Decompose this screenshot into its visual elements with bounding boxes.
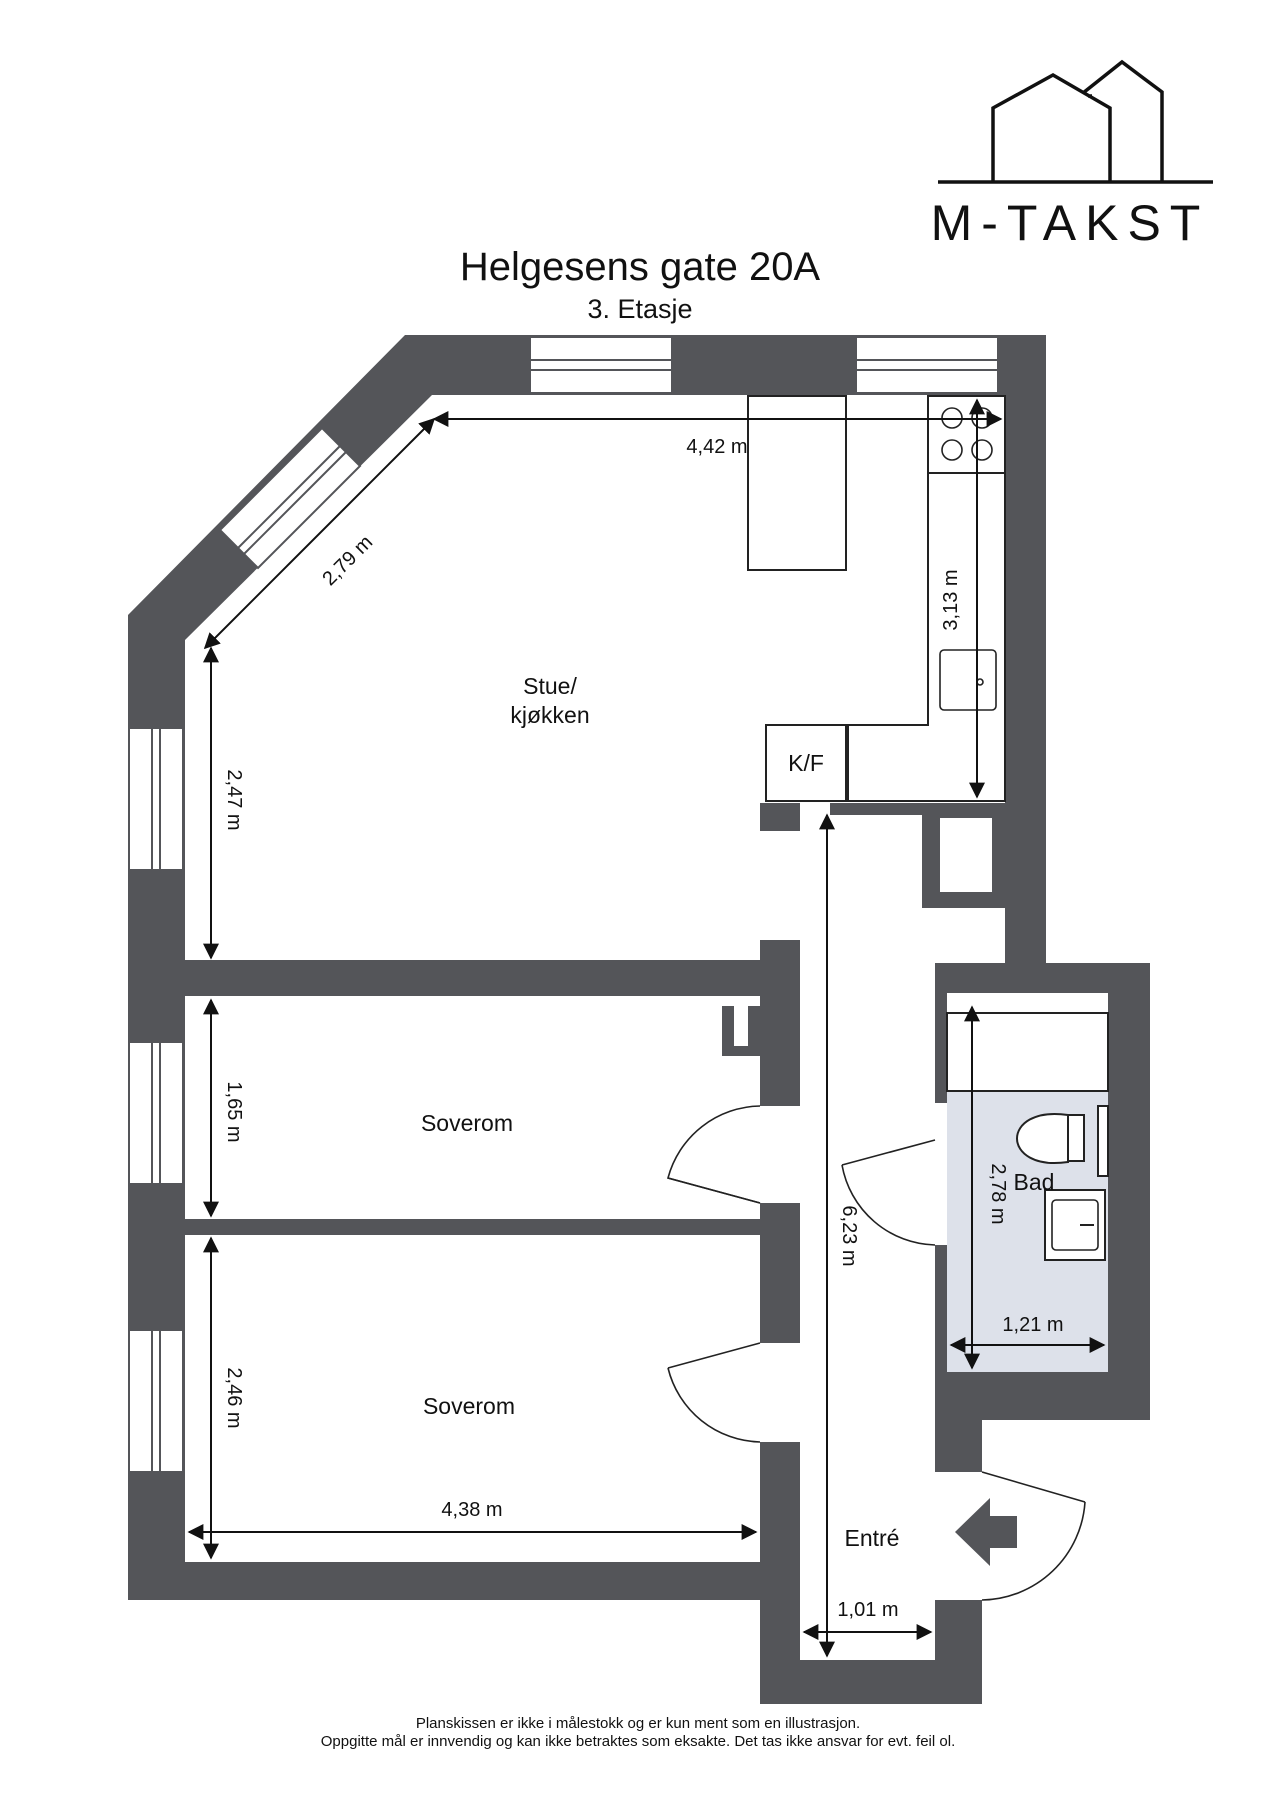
kitchen-partition-left xyxy=(760,803,800,831)
room-label-bedroom-1: Soverom xyxy=(421,1110,513,1136)
toilet-icon xyxy=(1016,1112,1085,1165)
bathroom-label: Bad xyxy=(1014,1169,1055,1195)
radiator xyxy=(1097,1105,1109,1177)
logo-house-icon xyxy=(991,59,1164,182)
entrance-wall-east xyxy=(935,1600,982,1704)
logo-text: M-TAKST xyxy=(931,195,1210,251)
stove-burner-icon xyxy=(941,439,963,461)
entrance-arrow-icon xyxy=(955,1498,1017,1566)
dim-living-left-wall: 2,47 m xyxy=(223,769,245,830)
dim-bathroom-width: 1,21 m xyxy=(1002,1314,1063,1336)
page-title: Helgesens gate 20A xyxy=(460,245,821,289)
room-label-living-line1: Stue/ xyxy=(523,673,577,699)
dim-entrance-width: 1,01 m xyxy=(837,1599,898,1621)
bathroom-sink-icon xyxy=(1044,1189,1106,1261)
room-label-entrance: Entré xyxy=(845,1525,900,1551)
kitchen-sink-icon xyxy=(939,649,997,711)
door-bedroom-1 xyxy=(667,1105,761,1204)
door-entrance xyxy=(981,1471,1086,1601)
fridge-label: K/F xyxy=(788,750,824,776)
window-west-3 xyxy=(128,1329,184,1473)
dim-hallway-length: 6,23 m xyxy=(838,1205,860,1266)
dim-bedroom-2-depth: 2,46 m xyxy=(223,1367,245,1428)
wall-post-1 xyxy=(760,940,800,996)
shaft-void xyxy=(940,818,992,892)
wall-bedroom1-bedroom2 xyxy=(185,1219,800,1235)
wall-bedroom1-east-upper xyxy=(760,996,800,1106)
dim-bedroom-1-depth: 1,65 m xyxy=(223,1081,245,1142)
dim-line-diagonal xyxy=(203,417,436,650)
page-subtitle: 3. Etasje xyxy=(587,294,692,324)
outer-wall-south xyxy=(128,1562,800,1600)
bath-wall-west-upper xyxy=(935,993,947,1103)
sink-basin xyxy=(1051,1199,1099,1251)
dim-kitchen-width: 4,42 m xyxy=(686,436,747,458)
dimension-lines xyxy=(187,398,1106,1658)
disclaimer-line-2: Oppgitte mål er innvendig og kan ikke be… xyxy=(321,1733,955,1750)
bath-wall-west-lower xyxy=(935,1245,947,1372)
dim-bedroom-2-width: 4,38 m xyxy=(441,1499,502,1521)
room-labels: Stue/ kjøkken Soverom Soverom Entré xyxy=(421,673,900,1551)
kitchen-island xyxy=(747,395,847,571)
wall-living-bedroom1 xyxy=(185,960,800,996)
wall-bedroom2-east-upper xyxy=(760,1235,800,1343)
window-north-2 xyxy=(855,336,999,394)
kitchen-fixtures: K/F xyxy=(747,395,1006,802)
window-west-2 xyxy=(128,1041,184,1185)
disclaimer-line-1: Planskissen er ikke i målestokk og er ku… xyxy=(416,1715,860,1732)
bath-wall-east xyxy=(1108,963,1150,1420)
stove xyxy=(927,395,1006,474)
dim-bathroom-length: 2,78 m xyxy=(987,1163,1009,1224)
window-west-1 xyxy=(128,727,184,871)
walls xyxy=(128,335,1150,1704)
room-label-living-line2: kjøkken xyxy=(510,702,589,728)
window-diagonal xyxy=(218,426,362,570)
entrance-wall-upper xyxy=(935,1372,982,1472)
niche-void xyxy=(734,1006,748,1046)
door-bathroom xyxy=(841,1139,936,1246)
dim-diagonal-wall: 2,79 m xyxy=(318,531,377,590)
windows xyxy=(128,336,999,1473)
fridge-freezer xyxy=(765,724,847,802)
wall-bedroom2-east-lower xyxy=(760,1442,800,1586)
doors xyxy=(667,1105,1086,1601)
window-north-1 xyxy=(529,336,673,394)
room-label-bedroom-2: Soverom xyxy=(423,1393,515,1419)
company-logo: M-TAKST xyxy=(931,59,1213,251)
dim-kitchen-depth: 3,13 m xyxy=(940,569,962,630)
door-bedroom-2 xyxy=(667,1342,761,1443)
